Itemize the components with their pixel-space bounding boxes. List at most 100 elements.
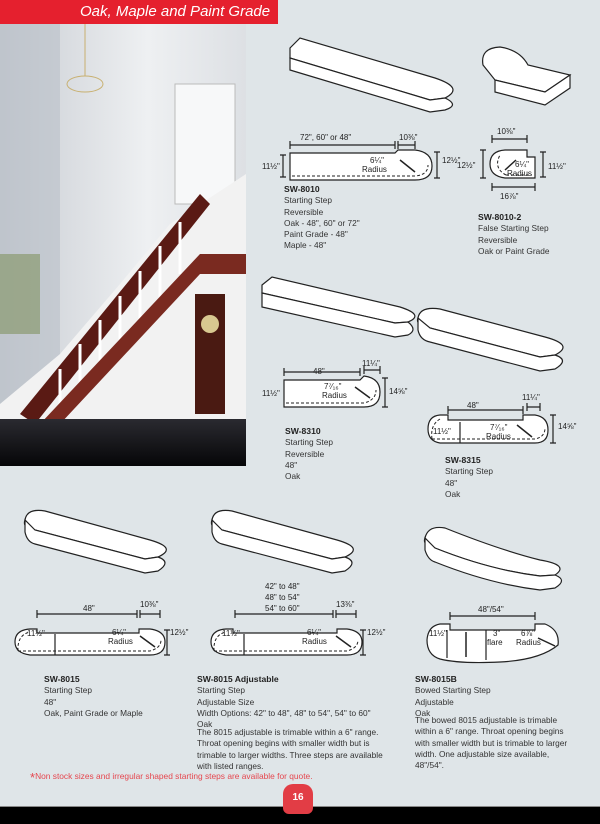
products-3-dims-end-label: 11¼" <box>522 393 540 402</box>
products-2-lines-2-label: 48" <box>285 459 298 470</box>
sw-8015-step-drawing <box>23 509 167 574</box>
products-1-dims-right-label: 11½" <box>548 162 566 171</box>
products-4-lines-2-label: Oak, Paint Grade or Maple <box>44 707 143 718</box>
products-5-dims-ranges-2-label: 54" to 60" <box>265 604 300 613</box>
products-4-dims-radius_label-label: Radius <box>108 637 133 646</box>
products-6-lines-2-label: Oak <box>415 707 431 718</box>
footnote-star: * <box>30 770 36 785</box>
footnote-text: Non stock sizes and irregular shaped sta… <box>35 771 313 781</box>
sw-8010-step-drawing <box>289 37 454 113</box>
products-1-code-label: SW-8010-2 <box>478 212 522 222</box>
products-4-dims-length-label: 48" <box>83 604 95 613</box>
staircase-photo <box>0 24 246 466</box>
products-3-dims-radius_label-label: Radius <box>486 432 511 441</box>
sw-8310-step-drawing <box>261 276 416 338</box>
products-3-code-label: SW-8315 <box>445 455 481 465</box>
sw-8015b-note: The bowed 8015 adjustable is trimable wi… <box>415 715 568 771</box>
products-5-lines-3-label: Oak <box>197 719 213 730</box>
products-4-lines-0-label: Starting Step <box>44 685 92 696</box>
products-5-lines-0-label: Starting Step <box>197 685 245 696</box>
products-6-dims-flare_label-label: flare <box>487 638 503 647</box>
products-1-dims-left-label: 12½" <box>457 161 476 170</box>
products-2-dims-right-label: 14⅝" <box>389 387 408 396</box>
products-2-code-label: SW-8310 <box>285 426 321 436</box>
products-3-dims-length-label: 48" <box>467 401 479 410</box>
products-6-dims-flare-label: 3" <box>493 629 500 638</box>
products-6-code-label: SW-8015B <box>415 674 457 684</box>
sw-8310-plan <box>283 375 381 408</box>
products-1-dims-radius_label-label: Radius <box>507 169 532 178</box>
products-0-lines-4-label: Maple - 48" <box>284 240 327 251</box>
products-2-lines-1-label: Reversible <box>285 448 325 459</box>
products-5-dims-radius-label: 6¼" <box>307 628 321 637</box>
products-5-lines-1-label: Adjustable Size <box>197 696 255 707</box>
sw-8010-2-step-drawing <box>482 46 572 106</box>
sw-8010-radius-label: Radius <box>362 165 387 174</box>
products-2-dims-radius_label-label: Radius <box>322 391 347 400</box>
products-1-dims-top-label: 10⅜" <box>497 127 516 136</box>
products-0-lines-1-label: Reversible <box>284 206 324 217</box>
products-6-dims-radius_label-label: Radius <box>516 638 541 647</box>
products-6-dims-inner-label: 11½" <box>429 629 447 638</box>
products-3-dims-radius-label: 7⁷⁄₁₆" <box>490 423 508 432</box>
products-4-dims-inner-label: 11½" <box>27 629 45 638</box>
products-2-dims-end-label: 11¼" <box>362 359 380 368</box>
sw-8015-plan <box>14 628 166 656</box>
products-5-dims-ranges-1-label: 48" to 54" <box>265 593 300 602</box>
sw-8015b-plan <box>426 623 559 664</box>
sw-8010-left-label: 11½" <box>262 162 280 171</box>
products-2-lines-0-label: Starting Step <box>285 437 333 448</box>
products-0-code-label: SW-8010 <box>284 184 320 194</box>
products-2-dims-radius-label: 7⁷⁄₁₆" <box>324 382 342 391</box>
products-5-dims-right-label: 12½" <box>367 628 386 637</box>
products-5-dims-end-label: 13⅜" <box>336 600 355 609</box>
page-number-badge: 16 <box>283 784 313 814</box>
products-1-lines-1-label: Reversible <box>478 234 518 245</box>
section-title-banner: Oak, Maple and Paint Grade <box>0 0 278 24</box>
sw-8010-end-label: 10⅜" <box>399 133 418 142</box>
sw-8315-step-drawing <box>416 307 564 372</box>
products-2-lines-3-label: Oak <box>285 471 301 482</box>
products-5-dims-inner-label: 11½" <box>222 629 240 638</box>
products-6-dims-radius-label: 6⅞" <box>521 629 535 638</box>
products-1-lines-2-label: Oak or Paint Grade <box>478 245 550 256</box>
products-2-dims-left-label: 11½" <box>262 389 280 398</box>
products-3-lines-2-label: Oak <box>445 488 461 499</box>
products-6-lines-0-label: Bowed Starting Step <box>415 685 491 696</box>
products-1-lines-0-label: False Starting Step <box>478 223 549 234</box>
products-5-dims-radius_label-label: Radius <box>302 637 327 646</box>
products-4-dims-radius-label: 6¼" <box>112 628 126 637</box>
sw-8010-length-label: 72", 60" or 48" <box>300 133 351 142</box>
products-6-lines-1-label: Adjustable <box>415 696 454 707</box>
sw-8015b-step-drawing <box>423 526 563 591</box>
products-6-dims-length-label: 48"/54" <box>478 605 504 614</box>
products-0-lines-2-label: Oak - 48", 60" or 72" <box>284 217 360 228</box>
sw-8015-adjustable-step-drawing <box>210 509 354 574</box>
products-2-dims-length-label: 48" <box>313 367 325 376</box>
products-4-dims-right-label: 12½" <box>170 628 189 637</box>
products-4-code-label: SW-8015 <box>44 674 80 684</box>
sw-8315-plan <box>427 414 549 444</box>
sw-8015-adjustable-note: The 8015 adjustable is trimable within a… <box>197 727 383 771</box>
products-4-lines-1-label: 48" <box>44 696 57 707</box>
products-0-lines-3-label: Paint Grade - 48" <box>284 229 348 240</box>
products-1-dims-radius-label: 6¼" <box>515 160 529 169</box>
products-3-lines-1-label: 48" <box>445 477 458 488</box>
products-3-dims-right-label: 14⅝" <box>558 422 577 431</box>
sw-8015-adjustable-plan <box>210 628 363 656</box>
products-4-dims-end-label: 10⅜" <box>140 600 159 609</box>
section-title: Oak, Maple and Paint Grade <box>80 3 271 20</box>
products-0-lines-0-label: Starting Step <box>284 195 332 206</box>
products-5-lines-2-label: Width Options: 42" to 48", 48" to 54", 5… <box>197 707 371 718</box>
sw-8010-right-label: 12½" <box>442 156 461 165</box>
sw-8010-plan <box>289 149 433 181</box>
products-5-dims-ranges-0-label: 42" to 48" <box>265 582 300 591</box>
products-3-dims-inner-label: 11½" <box>433 427 451 436</box>
